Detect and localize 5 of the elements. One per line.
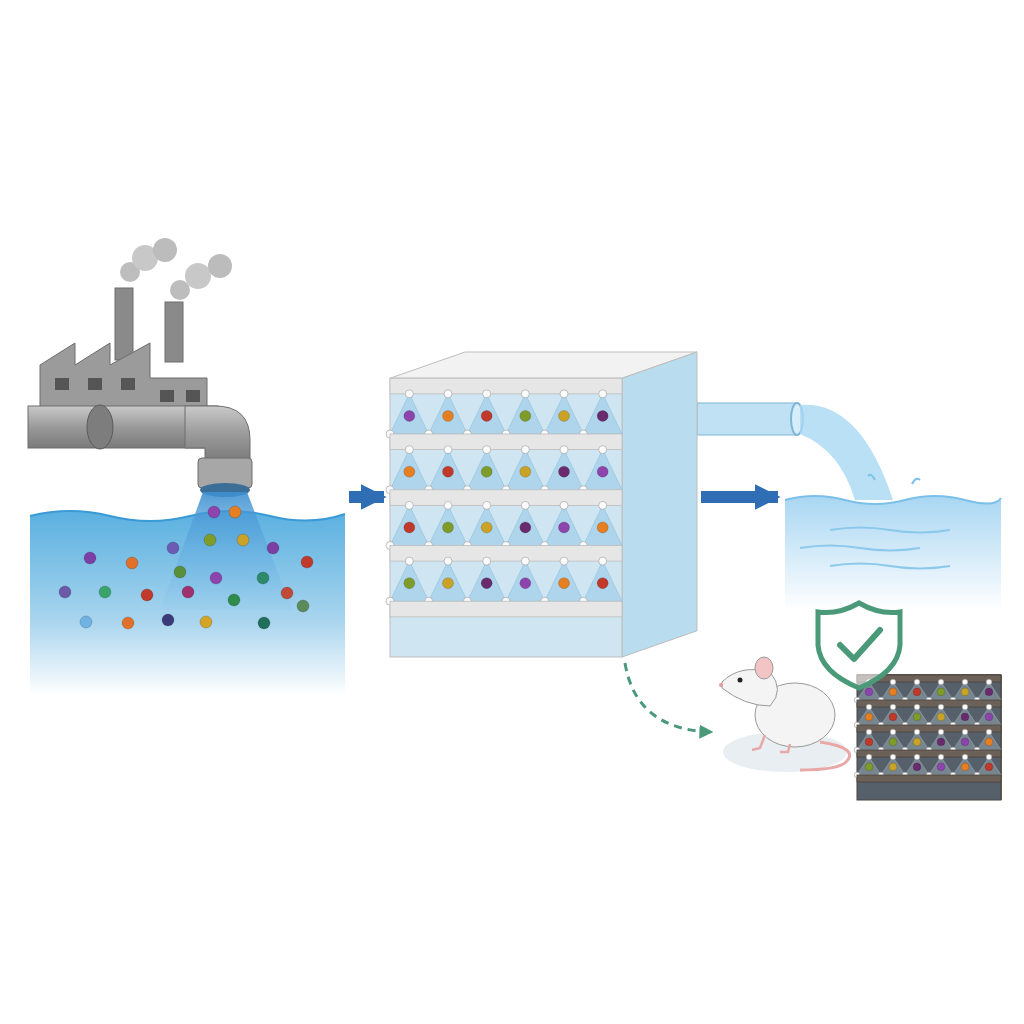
layered-filter-drawing [388,350,699,660]
arrow [623,662,714,739]
arrow [701,484,781,510]
arrow [349,484,387,510]
filter-block-drawing [855,672,1003,802]
